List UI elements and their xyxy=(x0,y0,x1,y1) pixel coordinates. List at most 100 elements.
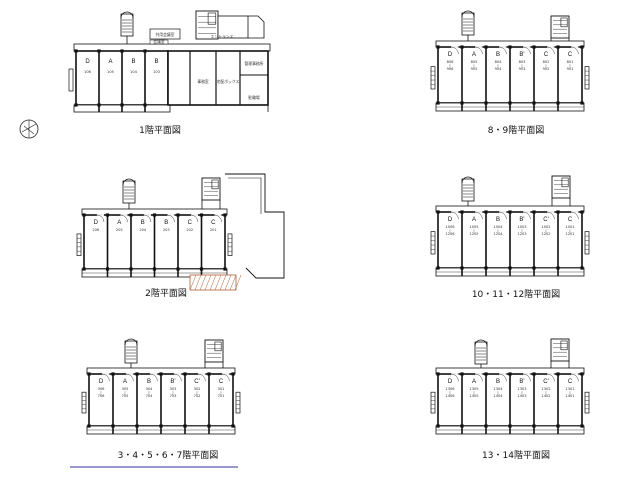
room-label: 駐輪場 xyxy=(248,95,260,100)
unit-room-number: 804 xyxy=(495,60,503,64)
door-swing xyxy=(523,373,531,382)
unit-room-number: 203 xyxy=(163,228,170,232)
terrace-outline xyxy=(225,173,285,279)
unit-room-number: 806 xyxy=(447,60,455,64)
door-swing xyxy=(198,373,206,382)
column xyxy=(508,101,512,105)
column xyxy=(532,372,536,376)
door-swing xyxy=(499,46,507,55)
column xyxy=(436,210,440,214)
unit-room-number: | xyxy=(521,64,522,68)
unit-type-label: C xyxy=(568,379,573,385)
unit-type-label: C xyxy=(188,220,193,226)
stair-arc xyxy=(120,11,134,19)
unit-room-number: | xyxy=(545,229,546,233)
column xyxy=(111,424,115,428)
unit-type-label: A xyxy=(472,379,476,385)
column xyxy=(460,45,464,49)
column xyxy=(105,267,110,271)
unit-room-number: 1203 xyxy=(517,232,526,236)
room-label: 共用会議室 xyxy=(156,32,175,37)
unit-room-number: 304 xyxy=(146,387,154,391)
column xyxy=(135,424,139,428)
column xyxy=(176,213,180,217)
unit-room-number: | xyxy=(473,64,474,68)
column xyxy=(199,267,204,271)
stair-arc xyxy=(461,176,475,184)
unit-type-label: D xyxy=(448,217,453,223)
unit-type-label: C' xyxy=(543,379,548,385)
unit-type-label: C xyxy=(211,220,216,226)
door-swing xyxy=(120,214,128,223)
hatch-line xyxy=(189,274,197,291)
unit-room-number: 1405 xyxy=(469,394,478,398)
unit-type-label: C xyxy=(568,52,573,58)
door-swing xyxy=(523,46,531,55)
plan-caption-3-7f: 3・4・5・6・7階平面図 xyxy=(118,450,219,461)
plan-caption-2f: 2階平面図 xyxy=(145,288,187,299)
north-arrow-icon xyxy=(19,119,39,139)
column xyxy=(556,210,560,214)
side-louver xyxy=(430,66,436,90)
elevator-shaft xyxy=(211,179,219,190)
side-louver xyxy=(81,391,87,414)
door-swing xyxy=(451,373,459,382)
stair-tower xyxy=(461,178,475,202)
hatch-line xyxy=(219,274,227,291)
room-label: エントランス xyxy=(211,34,234,39)
stair-arc xyxy=(122,178,136,186)
plan-caption-1f: 1階平面図 xyxy=(139,125,181,136)
column xyxy=(231,372,235,376)
unit-room-number: 903 xyxy=(519,67,526,71)
column xyxy=(484,45,488,49)
column xyxy=(508,372,512,376)
door-swing xyxy=(571,373,579,382)
room-label: 事務室 xyxy=(197,79,209,84)
hatch-line xyxy=(224,274,232,291)
door-swing xyxy=(499,211,507,220)
column xyxy=(436,101,440,105)
column xyxy=(460,372,464,376)
column xyxy=(484,424,488,428)
door-swing xyxy=(547,373,555,382)
column xyxy=(129,213,133,217)
unit-type-label: B xyxy=(141,220,145,226)
column xyxy=(159,424,163,428)
unit-room-number: 1406 xyxy=(445,394,455,398)
elevator-core xyxy=(550,338,570,362)
unit-room-number: 1005 xyxy=(469,225,478,229)
stair-arc xyxy=(461,10,475,18)
door-swing xyxy=(214,214,222,223)
elevator-shaft xyxy=(560,340,568,351)
unit-type-label: B' xyxy=(519,217,524,223)
unit-room-number: | xyxy=(545,64,546,68)
elevator-shaft xyxy=(214,341,222,352)
hatch-line xyxy=(204,274,212,291)
unit-room-number: 802 xyxy=(543,60,550,64)
column xyxy=(580,210,584,214)
unit-room-number: 901 xyxy=(567,67,574,71)
unit-room-number: | xyxy=(473,229,474,233)
column xyxy=(508,45,512,49)
unit-type-label: B xyxy=(496,379,500,385)
unit-room-number: 1002 xyxy=(541,225,550,229)
door-swing xyxy=(571,211,579,220)
column xyxy=(143,49,147,53)
column xyxy=(129,267,133,271)
unit-room-number: | xyxy=(569,391,570,395)
unit-room-number: 1301 xyxy=(565,387,574,391)
column xyxy=(159,372,163,376)
column xyxy=(82,213,86,217)
unit-room-number: 1304 xyxy=(493,387,503,391)
unit-room-number: | xyxy=(521,229,522,233)
unit-type-label: B xyxy=(164,220,168,226)
unit-room-number: | xyxy=(196,391,197,395)
unit-room-number: 1305 xyxy=(469,387,478,391)
column xyxy=(580,424,584,428)
unit-type-label: A xyxy=(108,59,112,65)
column xyxy=(143,103,147,107)
unit-room-number: 906 xyxy=(447,67,455,71)
column xyxy=(556,101,560,105)
unit-room-number: 201 xyxy=(210,228,217,232)
annex-edge xyxy=(248,15,265,39)
